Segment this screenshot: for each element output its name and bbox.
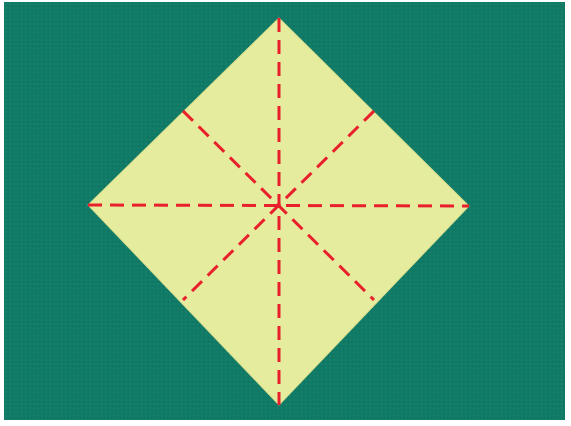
square-paper-diamond xyxy=(88,18,469,405)
